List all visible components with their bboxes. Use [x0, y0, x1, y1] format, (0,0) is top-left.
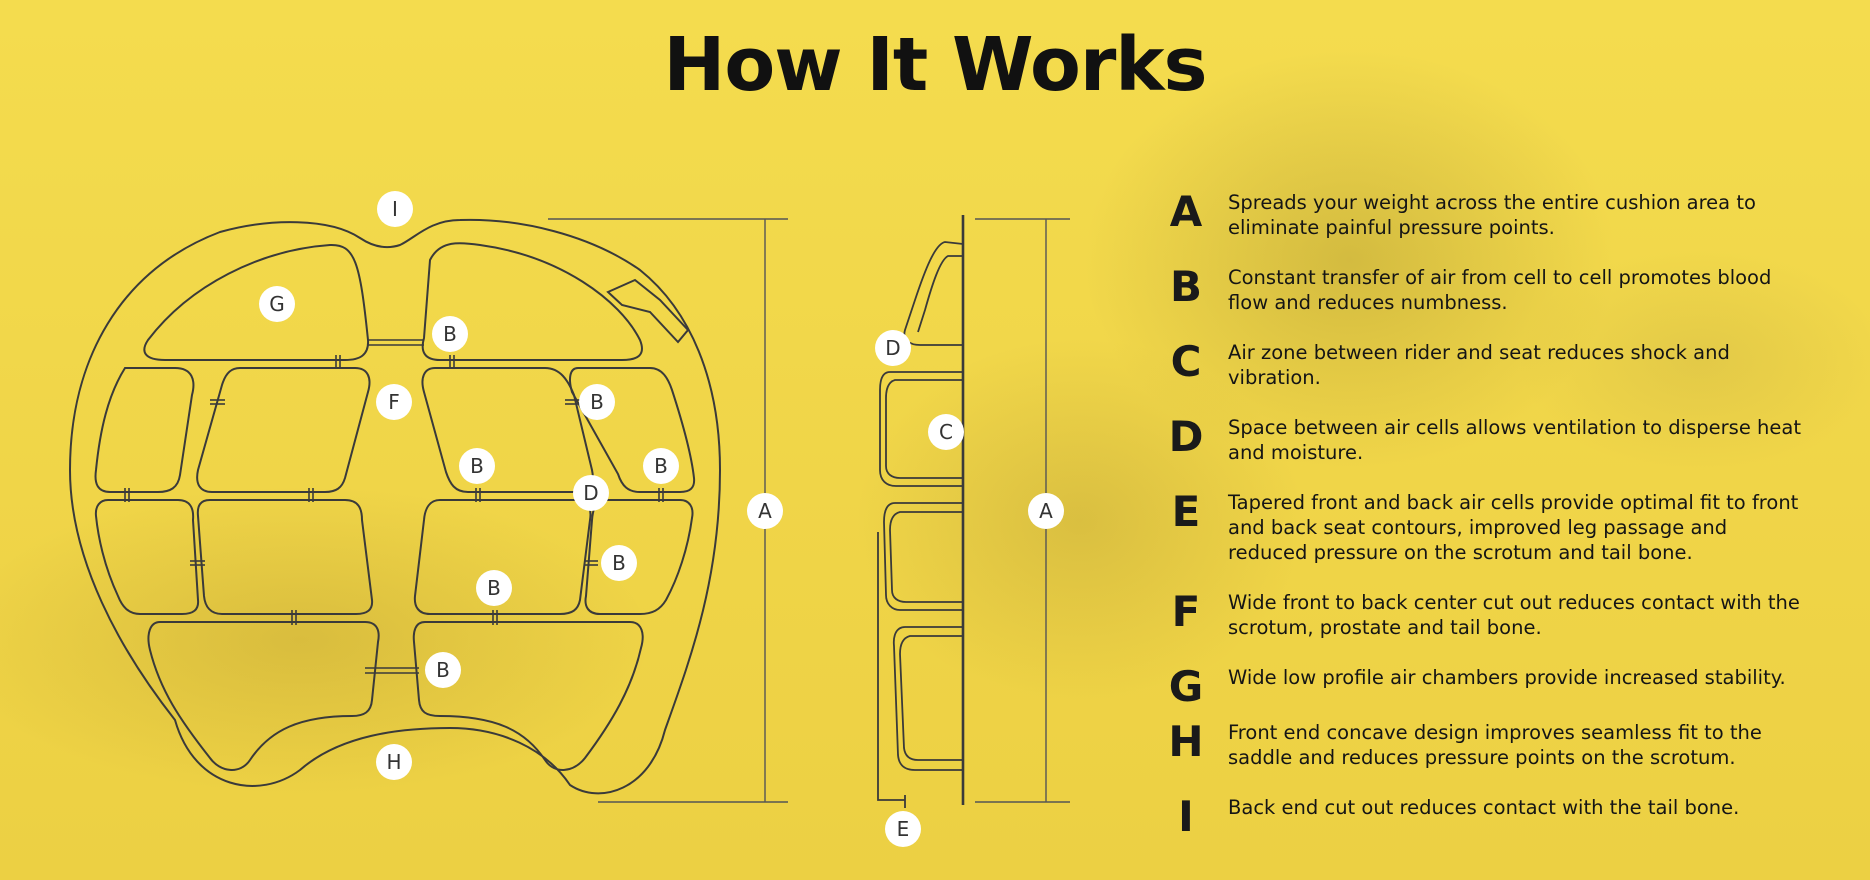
svg-text:A: A — [758, 499, 772, 523]
legend-letter: D — [1168, 412, 1204, 461]
legend-letter: C — [1170, 337, 1202, 386]
legend-letter: I — [1178, 792, 1194, 841]
marker-d: D — [875, 330, 911, 366]
legend-text: Spreads your weight across the entire cu… — [1228, 191, 1756, 239]
svg-text:B: B — [436, 658, 450, 682]
marker-d: D — [573, 475, 609, 511]
svg-text:B: B — [590, 390, 604, 414]
marker-a: A — [1028, 493, 1064, 529]
svg-text:C: C — [939, 420, 953, 444]
cell-top-right — [421, 242, 643, 361]
page-title: How It Works — [663, 22, 1207, 108]
marker-b: B — [459, 448, 495, 484]
cell-r3-4 — [584, 499, 694, 615]
svg-text:B: B — [612, 551, 626, 575]
svg-text:D: D — [885, 336, 900, 360]
markers: I G B F B B B D B B B H A D C A E — [259, 191, 1064, 847]
svg-text:H: H — [386, 750, 401, 774]
cell-r4-1 — [147, 621, 380, 771]
svg-text:B: B — [443, 322, 457, 346]
marker-b: B — [643, 448, 679, 484]
marker-b: B — [579, 384, 615, 420]
marker-i: I — [377, 191, 413, 227]
cushion-outline — [68, 218, 722, 795]
svg-text:E: E — [897, 817, 910, 841]
cell-r2-1 — [94, 367, 195, 493]
cell-r3-2 — [196, 499, 374, 615]
svg-text:B: B — [470, 454, 484, 478]
valve-tab — [606, 278, 690, 344]
cell-r2-2 — [196, 367, 371, 493]
marker-b: B — [601, 545, 637, 581]
cell-g — [143, 243, 370, 361]
svg-text:B: B — [487, 576, 501, 600]
legend-text: Air zone between rider and seat reduces … — [1228, 341, 1730, 389]
svg-text:A: A — [1039, 499, 1053, 523]
cell-r2-3 — [421, 367, 594, 493]
legend-text: Back end cut out reduces contact with th… — [1228, 796, 1740, 819]
legend-letter: F — [1171, 587, 1201, 636]
marker-c: C — [928, 414, 964, 450]
legend-text: Wide low profile air chambers provide in… — [1228, 666, 1786, 689]
legend-text: Wide front to back center cut out reduce… — [1228, 591, 1800, 639]
legend-text: Front end concave design improves seamle… — [1228, 721, 1762, 769]
legend-letter: A — [1169, 187, 1203, 236]
marker-b: B — [432, 316, 468, 352]
legend-text: Constant transfer of air from cell to ce… — [1228, 266, 1772, 314]
svg-text:G: G — [269, 292, 285, 316]
marker-f: F — [376, 384, 412, 420]
cell-r3-1 — [94, 499, 200, 615]
side-view — [877, 215, 965, 808]
marker-b: B — [476, 570, 512, 606]
legend-letter: E — [1171, 487, 1201, 536]
svg-text:I: I — [392, 197, 398, 221]
legend-letter: G — [1168, 662, 1204, 711]
marker-b: B — [425, 652, 461, 688]
svg-text:B: B — [654, 454, 668, 478]
legend-text: Tapered front and back air cells provide… — [1228, 491, 1799, 564]
marker-a: A — [747, 493, 783, 529]
cell-r4-2 — [412, 621, 644, 771]
cell-r2-4 — [569, 367, 696, 493]
legend-letter: B — [1169, 262, 1202, 311]
legend-text: Space between air cells allows ventilati… — [1228, 416, 1801, 464]
legend-letter: H — [1168, 717, 1204, 766]
marker-g: G — [259, 286, 295, 322]
svg-text:F: F — [388, 390, 400, 414]
marker-e: E — [885, 811, 921, 847]
marker-h: H — [376, 744, 412, 780]
svg-text:D: D — [583, 481, 598, 505]
